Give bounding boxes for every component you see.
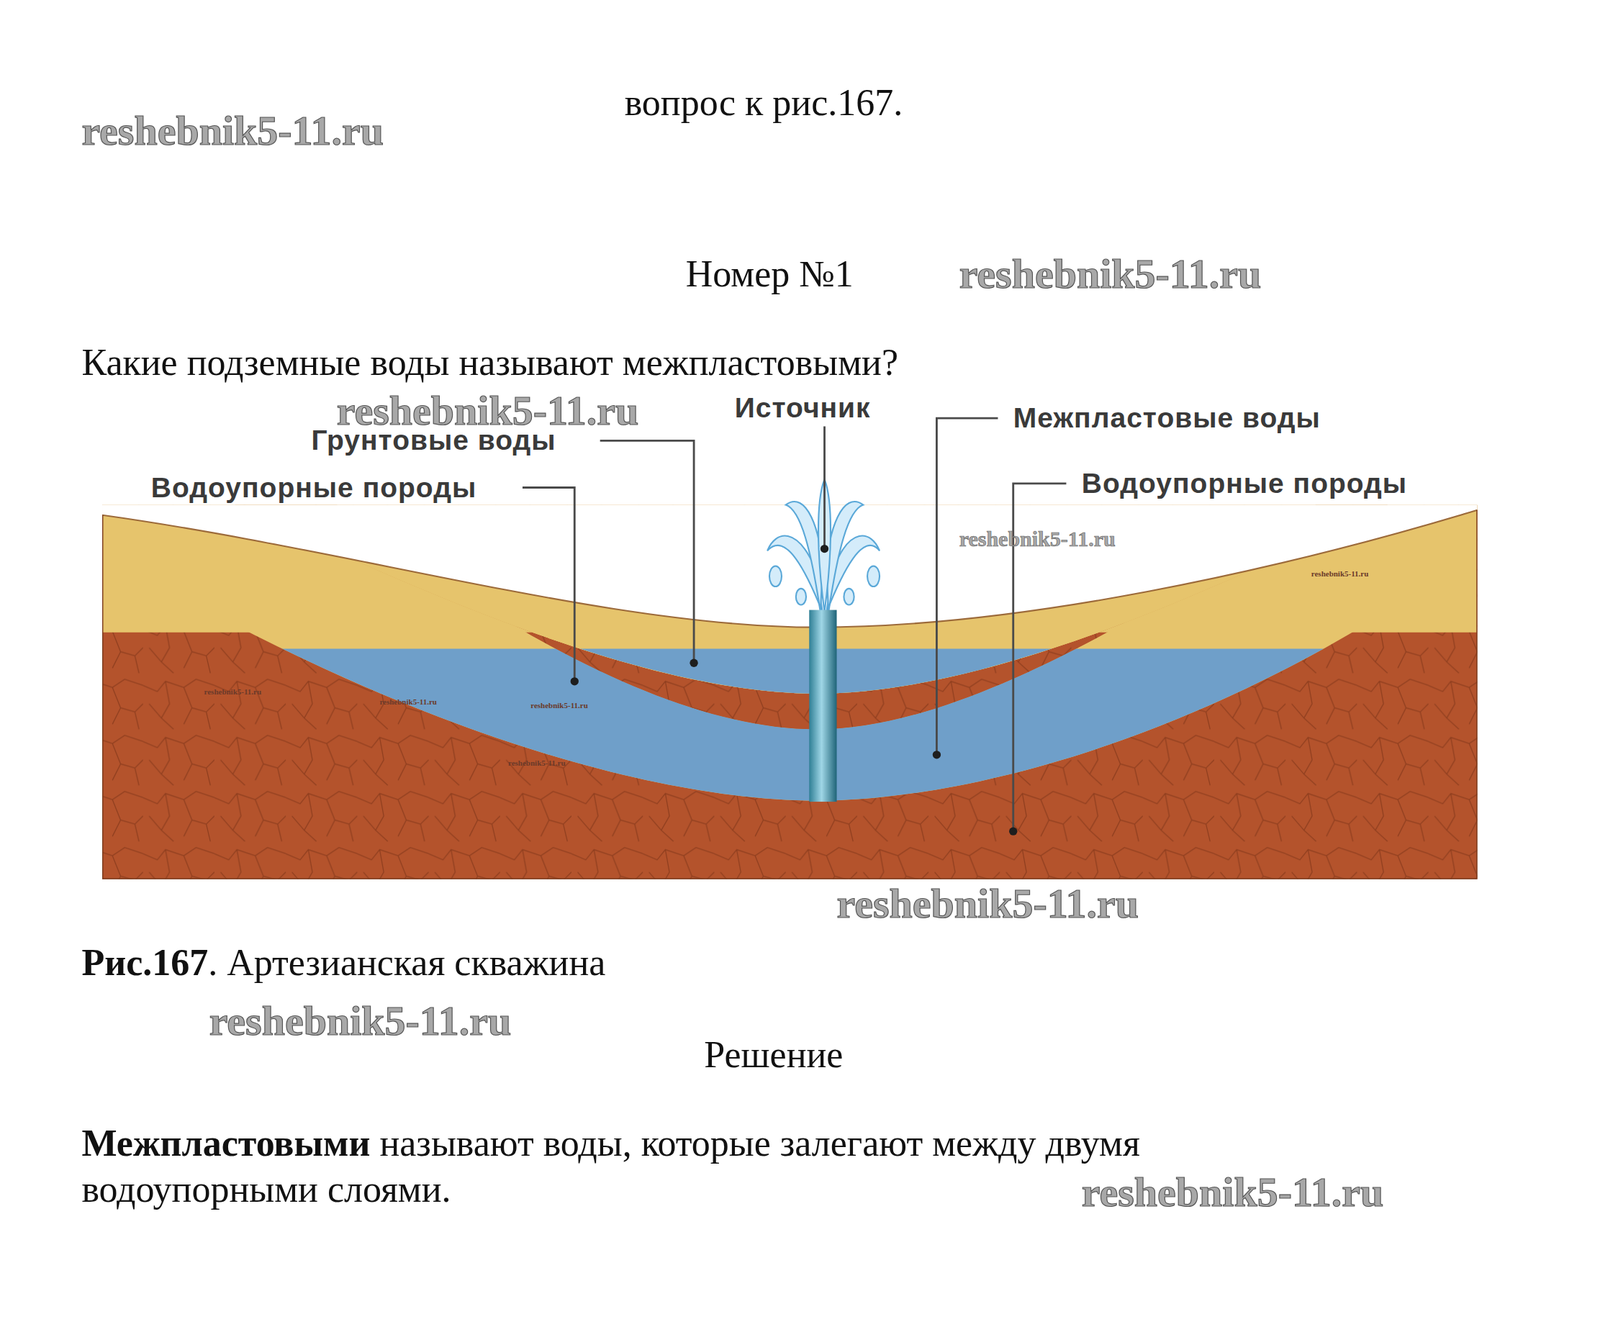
figure-label: Межпластовые воды bbox=[1013, 402, 1321, 435]
watermark: reshebnik5-11.ru bbox=[204, 687, 262, 696]
document-text: Решение bbox=[703, 1032, 843, 1076]
document-text: Номер №1 bbox=[685, 251, 854, 295]
page-title: вопрос к рис.167. bbox=[624, 80, 904, 124]
figure-label: Источник bbox=[734, 392, 871, 424]
watermark: reshebnik5-11.ru bbox=[530, 701, 589, 710]
well-pipe bbox=[808, 610, 837, 802]
caption-text: Рис.167 bbox=[81, 941, 209, 983]
figure-label: Грунтовые воды bbox=[310, 424, 556, 457]
watermark: reshebnik5-11.ru bbox=[1081, 1167, 1385, 1216]
caption-text: . Артезианская скважина bbox=[208, 941, 606, 983]
watermark: reshebnik5-11.ru bbox=[959, 249, 1262, 298]
watermark: reshebnik5-11.ru bbox=[959, 526, 1116, 552]
figure-label: Водоупорные породы bbox=[1081, 467, 1408, 500]
cross-section bbox=[102, 505, 1478, 880]
document-text: Какие подземные воды называют межпластов… bbox=[81, 341, 899, 384]
watermark: reshebnik5-11.ru bbox=[379, 697, 437, 707]
watermark: reshebnik5-11.ru bbox=[209, 996, 512, 1045]
watermark: reshebnik5-11.ru bbox=[1311, 569, 1369, 578]
figure-caption: Рис.167. Артезианская скважина bbox=[81, 940, 606, 984]
watermark: reshebnik5-11.ru bbox=[837, 878, 1140, 928]
watermark: reshebnik5-11.ru bbox=[508, 758, 566, 768]
leader-lines bbox=[522, 418, 1066, 832]
leader-dots bbox=[570, 544, 1018, 836]
figure-label: Водоупорные породы bbox=[151, 472, 477, 504]
answer-text-part: Межпластовыми bbox=[81, 1122, 370, 1164]
watermark: reshebnik5-11.ru bbox=[81, 106, 384, 155]
